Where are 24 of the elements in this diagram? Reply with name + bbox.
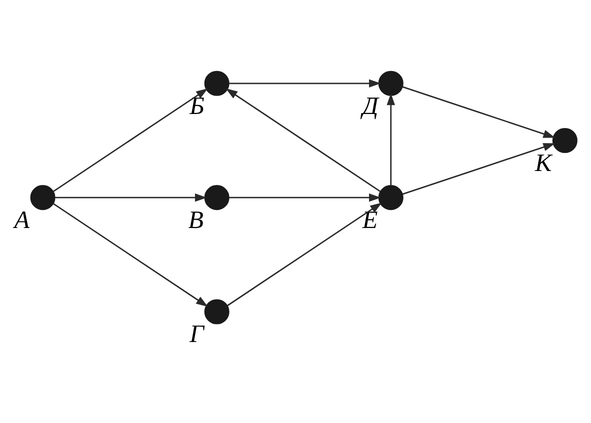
arrow — [53, 88, 208, 192]
arrow — [53, 203, 208, 307]
arrow — [386, 93, 396, 186]
arrow — [228, 79, 381, 88]
node-circle — [204, 299, 230, 324]
node-circle — [378, 70, 404, 96]
node-label: Г — [190, 321, 204, 348]
node-circle — [30, 185, 56, 210]
arrow — [228, 193, 381, 202]
node-label: Е — [362, 207, 378, 234]
node-label: Б — [190, 92, 204, 120]
arrow — [227, 202, 382, 306]
node-circle — [378, 185, 404, 210]
arrow — [402, 143, 556, 195]
node-label: В — [188, 207, 204, 234]
node-circle — [204, 185, 230, 210]
arrow — [54, 193, 207, 202]
node-circle — [552, 128, 578, 154]
node-label: А — [14, 207, 30, 234]
arrow — [226, 88, 381, 192]
node-circle — [204, 70, 230, 96]
node-label: К — [534, 150, 552, 177]
arrow — [402, 86, 556, 138]
node-label: Д — [362, 92, 378, 120]
